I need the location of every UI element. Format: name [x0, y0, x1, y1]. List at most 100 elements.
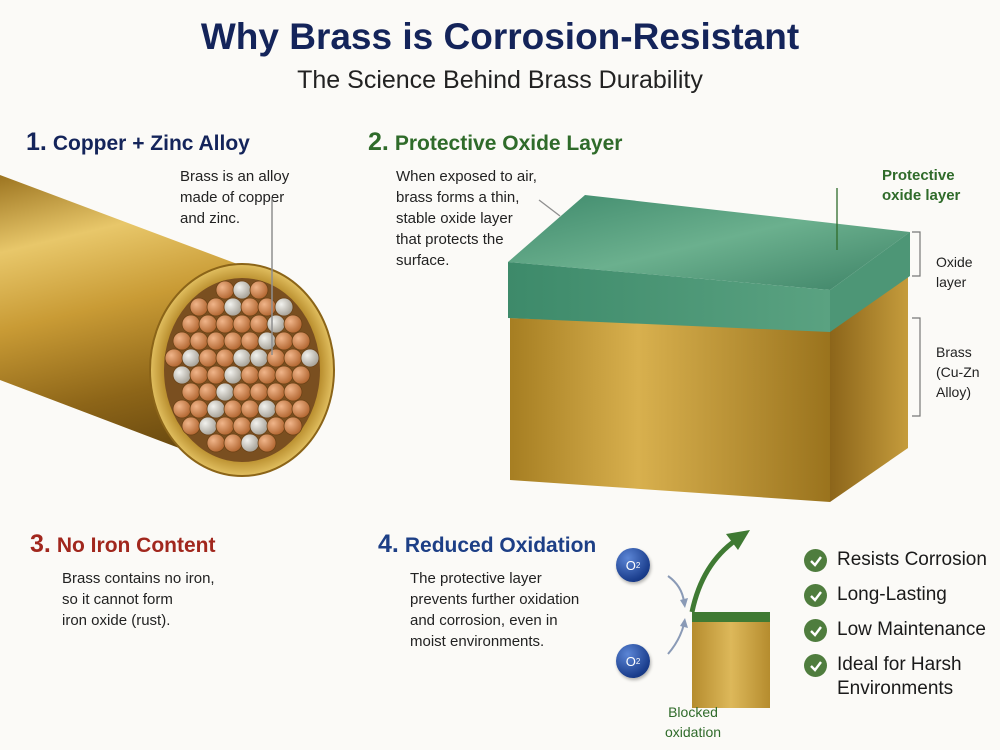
text-line: iron oxide (rust).	[62, 612, 171, 629]
section-1-title: Copper + Zinc Alloy	[52, 132, 250, 155]
wire-strand	[215, 314, 235, 334]
wire-strand	[283, 348, 303, 368]
wire-strand	[274, 365, 294, 385]
wire-strand	[181, 348, 201, 368]
text-line: (Cu-Zn	[936, 364, 980, 380]
wire-strand	[189, 297, 209, 317]
page-subtitle: The Science Behind Brass Durability	[297, 66, 703, 94]
wire-strand	[291, 365, 311, 385]
arrow-icon	[680, 618, 688, 628]
wire-strand	[249, 416, 269, 436]
wire-strand	[249, 280, 269, 300]
wire-strand	[198, 314, 218, 334]
oxide-block-illustration	[508, 188, 921, 502]
text-line: brass forms a thin,	[396, 189, 520, 206]
wire-strand	[266, 382, 286, 402]
benefit-label: Resists Corrosion	[837, 549, 987, 570]
wire-strand	[232, 314, 252, 334]
wire-strand	[266, 416, 286, 436]
text-line: stable oxide layer	[396, 210, 513, 227]
section-3-number: 3.	[30, 530, 51, 558]
wire-strand	[232, 348, 252, 368]
text-line: oxidation	[664, 724, 722, 740]
section-2-title: Protective Oxide Layer	[394, 132, 623, 155]
text-line: Alloy)	[936, 384, 972, 400]
wire-strand	[181, 416, 201, 436]
section-3-text: Brass contains no iron, so it cannot for…	[62, 568, 215, 631]
wire-strand	[283, 416, 303, 436]
blocked-oxidation-label: Blocked oxidation	[660, 702, 726, 742]
brass-bracket	[912, 317, 921, 417]
text-line: Brass contains no iron,	[62, 570, 215, 587]
wire-strand	[172, 399, 192, 419]
wire-strand	[206, 331, 226, 351]
section-1-text: Brass is an alloy made of copper and zin…	[180, 166, 289, 229]
wire-strand	[283, 314, 303, 334]
wire-strand	[300, 348, 320, 368]
wire-strand	[240, 297, 260, 317]
text-line: so it cannot form	[62, 591, 173, 608]
wire-strand	[223, 433, 243, 453]
benefit-label: Long-Lasting	[837, 584, 947, 605]
text-line: layer	[936, 274, 967, 290]
o2-path-arrow	[667, 623, 685, 655]
wire-strand	[206, 399, 226, 419]
wire-strand	[283, 382, 303, 402]
oxide-layer-side	[830, 232, 910, 332]
section-4-number: 4.	[378, 530, 399, 558]
wire-strand	[240, 365, 260, 385]
section-1-heading: 1.Copper + Zinc Alloy	[26, 128, 250, 157]
oxide-layer-top	[508, 195, 910, 290]
wire-strand	[249, 382, 269, 402]
wire-strand	[291, 331, 311, 351]
wire-strand	[249, 348, 269, 368]
wire-strand	[215, 416, 235, 436]
wire-strand	[189, 331, 209, 351]
oxide-bracket	[912, 231, 921, 277]
section-2-heading: 2.Protective Oxide Layer	[368, 128, 622, 157]
wire-strand	[257, 331, 277, 351]
text-line: oxide layer	[882, 187, 961, 204]
wire-strand	[291, 399, 311, 419]
wire-strand	[215, 280, 235, 300]
o2-path-arrow	[667, 575, 685, 603]
text-line: Brass	[936, 344, 972, 360]
wire-strand	[189, 365, 209, 385]
brass-sample	[692, 622, 770, 708]
check-icon	[804, 584, 827, 607]
wire-strand	[257, 399, 277, 419]
wire-strand	[232, 416, 252, 436]
callout-line	[538, 199, 561, 217]
section-4-text: The protective layer prevents further ox…	[410, 568, 579, 652]
wire-strand	[249, 314, 269, 334]
wire-strand	[274, 331, 294, 351]
wire-strand	[257, 297, 277, 317]
brass-rod-illustration	[0, 175, 335, 477]
text-line: The protective layer	[410, 570, 542, 587]
text-line: Protective	[882, 167, 955, 184]
section-3-title: No Iron Content	[56, 534, 216, 557]
wire-strand	[240, 433, 260, 453]
oxide-film	[692, 612, 770, 622]
wire-strand	[198, 416, 218, 436]
text-line: that protects the	[396, 231, 504, 248]
arrow-icon	[726, 530, 750, 550]
wire-strand	[198, 348, 218, 368]
wire-bundle	[164, 280, 320, 453]
wire-strand	[257, 365, 277, 385]
wire-strand	[172, 365, 192, 385]
list-item: Resists Corrosion	[804, 548, 994, 572]
section-1-number: 1.	[26, 128, 47, 156]
wire-strand	[274, 297, 294, 317]
oxide-layer-label: Oxide layer	[936, 252, 973, 292]
wire-strand	[206, 365, 226, 385]
text-line: When exposed to air,	[396, 168, 537, 185]
wire-strand	[164, 348, 184, 368]
wire-strand	[198, 382, 218, 402]
wire-strand	[223, 399, 243, 419]
wire-strand	[189, 399, 209, 419]
benefits-list: Resists Corrosion Long-Lasting Low Maint…	[804, 548, 994, 701]
